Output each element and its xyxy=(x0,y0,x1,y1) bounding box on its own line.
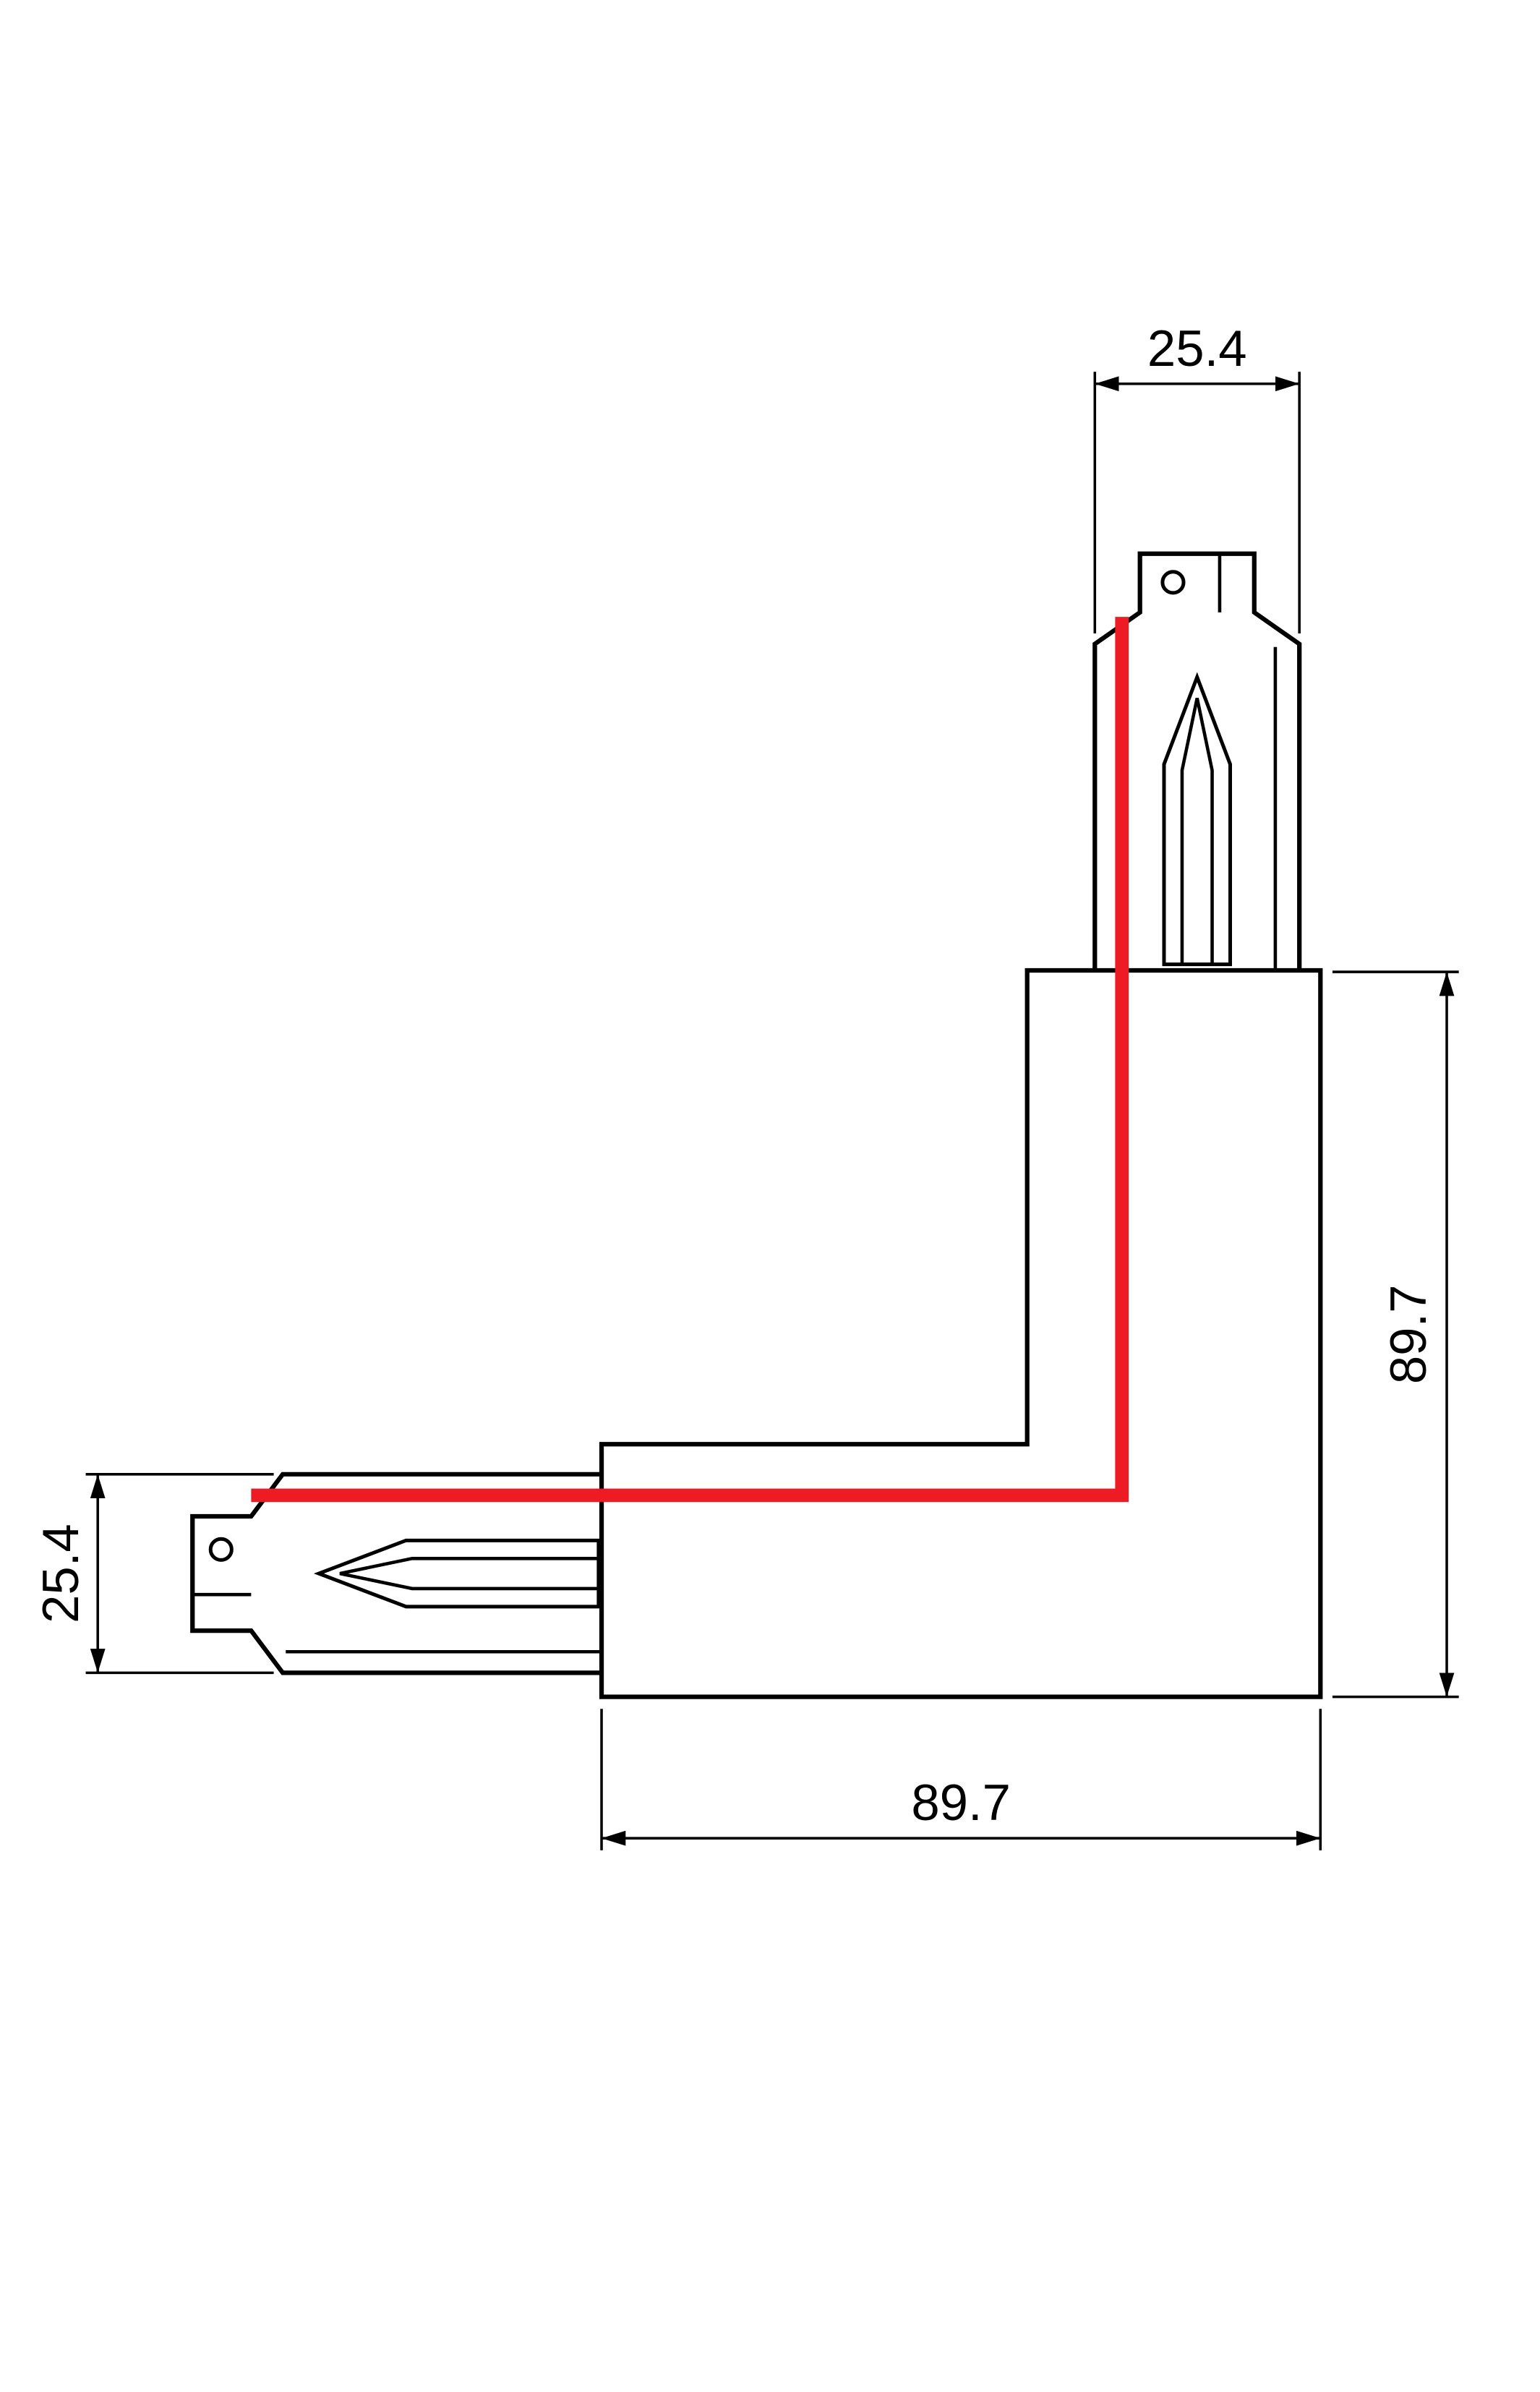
left-plug-screw-hole xyxy=(208,1537,234,1562)
dimension-right-height: 89.7 xyxy=(1332,970,1459,1699)
connector-body xyxy=(599,968,1323,1699)
dimension-bottom-width: 89.7 xyxy=(600,1709,1322,1850)
top-plug-screw-hole xyxy=(1160,570,1186,595)
earth-conductor-trace xyxy=(251,617,1129,1503)
dimension-left-height: 25.4 xyxy=(32,1473,274,1675)
left-contact-tab-slot xyxy=(339,1557,601,1591)
dimension-top-width: 25.4 xyxy=(1093,320,1301,634)
dimension-label-left: 25.4 xyxy=(32,1524,89,1623)
top-contact-tab-slot xyxy=(1180,698,1214,966)
dimension-label-bottom: 89.7 xyxy=(911,1774,1011,1831)
dimension-label-right: 89.7 xyxy=(1379,1285,1437,1385)
dimension-label-top: 25.4 xyxy=(1147,320,1247,377)
